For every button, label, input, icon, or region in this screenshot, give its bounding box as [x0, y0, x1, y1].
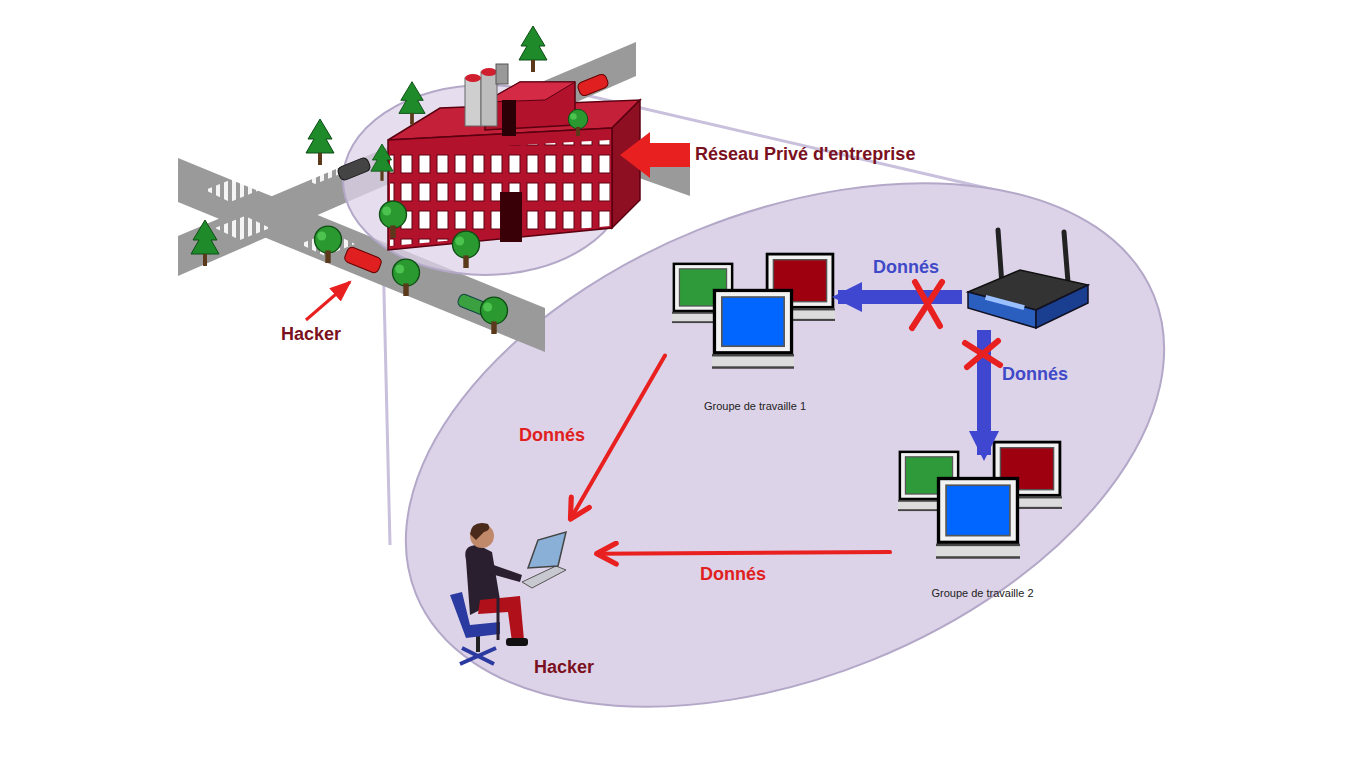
- building: [388, 64, 640, 250]
- hacker-node: Hacker: [440, 518, 598, 680]
- workgroup-node: Groupe de travaille 2: [890, 430, 1075, 602]
- node-caption: Groupe de travaille 1: [669, 400, 841, 413]
- hacker-figure: [450, 523, 566, 664]
- blocked-mark: [912, 282, 1000, 367]
- caption-wrap: Hacker: [444, 657, 594, 678]
- data-flow-arrow: [838, 290, 962, 304]
- edge-label: Donnés: [700, 564, 766, 585]
- network-label: Réseau Privé d'entreprise: [695, 144, 915, 165]
- roads: [178, 42, 690, 352]
- callout-arrow: [306, 282, 350, 320]
- caption-wrap: Groupe de travaille 1: [669, 400, 841, 413]
- cars: [337, 73, 610, 316]
- zoom-line: [383, 250, 390, 545]
- data-flow-arrow: [598, 552, 890, 554]
- data-label: Donnés: [1002, 364, 1068, 385]
- hacker-label: Hacker: [281, 324, 341, 345]
- workgroup-node: Groupe de travaille 1: [665, 250, 845, 415]
- router: [968, 230, 1088, 328]
- node-caption: Hacker: [444, 657, 594, 678]
- data-label: Donnés: [873, 257, 939, 278]
- data-flow-arrow: [571, 356, 665, 518]
- zoom-ellipse: [329, 81, 1241, 768]
- trees: [191, 26, 588, 334]
- edge-label: Donnés: [519, 425, 585, 446]
- caption-wrap: Groupe de travaille 2: [894, 587, 1071, 600]
- callout-arrow: [620, 132, 690, 178]
- workgroup-computers: [668, 254, 839, 367]
- node-caption: Groupe de travaille 2: [894, 587, 1071, 600]
- workgroup-computers: [894, 442, 1066, 557]
